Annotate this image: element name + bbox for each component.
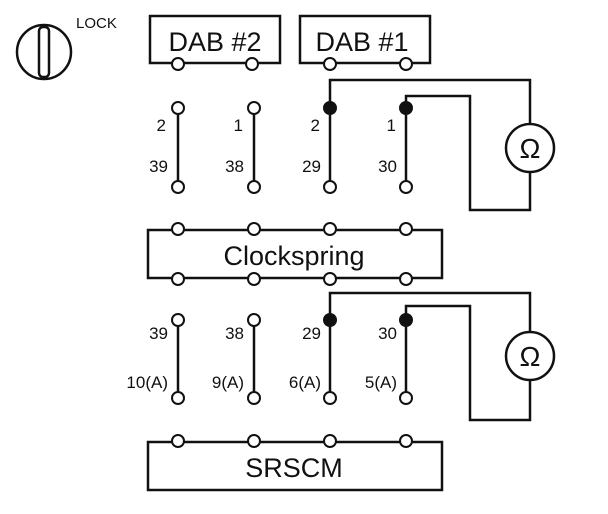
dab1-label: DAB #1 <box>315 27 408 57</box>
clockspring-terminal <box>171 272 185 286</box>
pin-terminal <box>399 391 413 405</box>
ignition-lock-icon <box>15 23 73 81</box>
dab1-terminal <box>323 57 337 71</box>
upper-meter-leads <box>328 78 532 212</box>
dab2-terminal <box>171 57 185 71</box>
dab2-label: DAB #2 <box>168 27 261 57</box>
pin-terminal <box>171 313 185 327</box>
pin-label: 1 <box>234 116 243 135</box>
pin-label: 2 <box>157 116 166 135</box>
pin-terminal <box>247 180 261 194</box>
pin-terminal <box>323 391 337 405</box>
ohm-symbol: Ω <box>520 341 541 372</box>
clockspring-terminal <box>323 222 337 236</box>
pin-terminal <box>323 180 337 194</box>
pin-label: 38 <box>225 157 244 176</box>
pin-terminal <box>247 391 261 405</box>
lock-label: LOCK <box>76 15 117 32</box>
upper-jumper-wires <box>176 110 408 186</box>
clockspring-terminal <box>399 222 413 236</box>
pin-terminal <box>171 101 185 115</box>
dab2-terminal <box>245 57 259 71</box>
dab1-connector: DAB #1 <box>298 14 432 71</box>
srscm-terminal <box>171 434 185 448</box>
srscm-terminal <box>399 434 413 448</box>
clockspring-terminal <box>247 272 261 286</box>
pin-label: 29 <box>302 157 321 176</box>
srscm-terminal <box>323 434 337 448</box>
lower-jumper-wires <box>176 320 408 398</box>
ohm-symbol: Ω <box>520 133 541 164</box>
clockspring-terminal <box>247 222 261 236</box>
upper-ohmmeter-icon: Ω <box>504 122 556 174</box>
pin-terminal <box>399 180 413 194</box>
dab1-terminal <box>399 57 413 71</box>
srscm-terminal <box>247 434 261 448</box>
clockspring-terminal <box>399 272 413 286</box>
pin-label: 29 <box>302 324 321 343</box>
pin-label: 6(A) <box>289 373 321 392</box>
pin-label: 10(A) <box>126 373 168 392</box>
pin-label: 30 <box>378 157 397 176</box>
clockspring-connector: Clockspring <box>146 222 444 286</box>
dab2-connector: DAB #2 <box>148 14 282 71</box>
pin-terminal <box>171 180 185 194</box>
pin-label: 39 <box>149 157 168 176</box>
pin-label: 38 <box>225 324 244 343</box>
pin-label: 1 <box>387 116 396 135</box>
pin-label: 30 <box>378 324 397 343</box>
pin-label: 5(A) <box>365 373 397 392</box>
clockspring-label: Clockspring <box>223 241 364 271</box>
srscm-connector: SRSCM <box>146 434 444 492</box>
pin-terminal <box>247 101 261 115</box>
pin-terminal <box>171 391 185 405</box>
pin-label: 2 <box>311 116 320 135</box>
pin-label: 9(A) <box>212 373 244 392</box>
lower-meter-leads <box>328 291 532 422</box>
clockspring-terminal <box>171 222 185 236</box>
srscm-label: SRSCM <box>245 453 343 483</box>
lower-ohmmeter-icon: Ω <box>504 330 556 382</box>
clockspring-terminal <box>323 272 337 286</box>
pin-terminal <box>247 313 261 327</box>
pin-label: 39 <box>149 324 168 343</box>
